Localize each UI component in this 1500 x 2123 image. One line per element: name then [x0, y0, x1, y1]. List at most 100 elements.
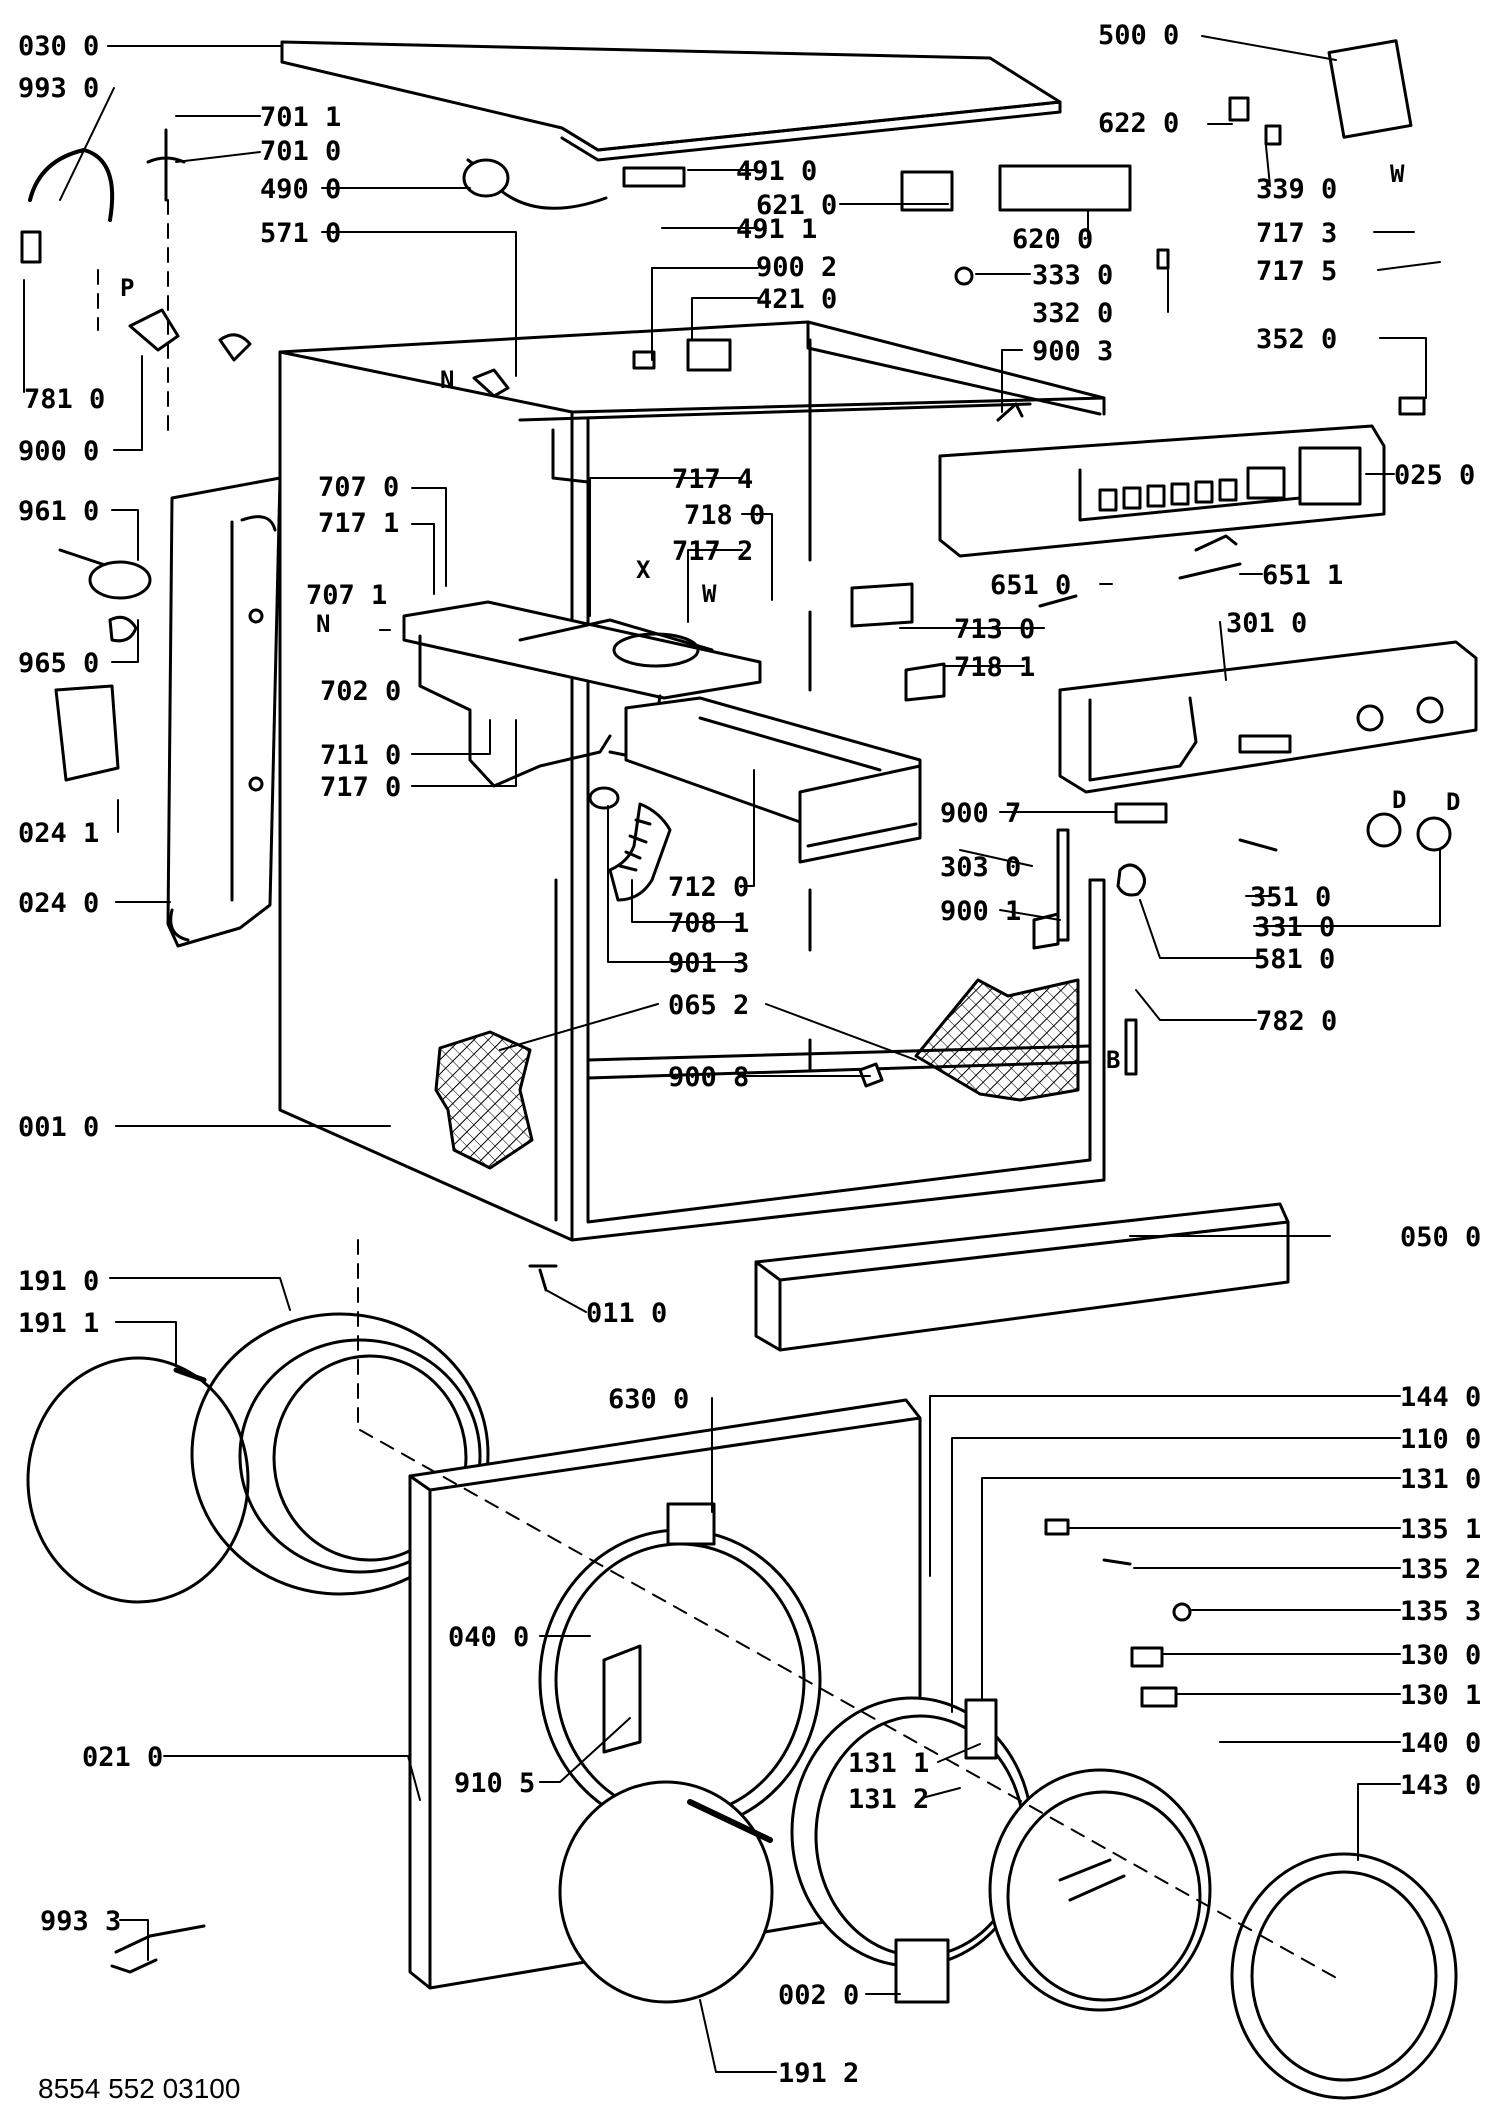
part-label-717-1: 717 1 — [318, 508, 399, 539]
part-label-191-1: 191 1 — [18, 1308, 99, 1339]
part-label-135-1: 135 1 — [1400, 1514, 1481, 1545]
part-label-024-0: 024 0 — [18, 888, 99, 919]
part-label-651-1: 651 1 — [1262, 560, 1343, 591]
part-label-571-0: 571 0 — [260, 218, 341, 249]
part-label-901-3: 901 3 — [668, 948, 749, 979]
centre-lines — [97, 199, 1341, 1981]
control-board-drawing — [938, 424, 1386, 558]
part-label-900-3: 900 3 — [1032, 336, 1113, 367]
part-label-620-0: 620 0 — [1012, 224, 1093, 255]
part-label-900-2: 900 2 — [756, 252, 837, 283]
part-label-717-4: 717 4 — [672, 464, 753, 495]
part-label-131-1: 131 1 — [848, 1748, 929, 1779]
part-label-491-0: 491 0 — [736, 156, 817, 187]
part-label-130-0: 130 0 — [1400, 1640, 1481, 1671]
marker-p: P — [120, 274, 134, 302]
part-label-717-5: 717 5 — [1256, 256, 1337, 287]
part-label-651-0: 651 0 — [990, 570, 1071, 601]
part-label-900-7: 900 7 — [940, 798, 1021, 829]
part-label-707-1: 707 1 — [306, 580, 387, 611]
marker-x: X — [636, 556, 651, 584]
cabinet-drawing — [278, 320, 1106, 1242]
part-label-993-0: 993 0 — [18, 73, 99, 104]
part-label-191-0: 191 0 — [18, 1266, 99, 1297]
marker-n-top: N — [440, 366, 454, 394]
part-label-135-2: 135 2 — [1400, 1554, 1481, 1585]
part-label-130-1: 130 1 — [1400, 1680, 1481, 1711]
part-label-050-0: 050 0 — [1400, 1222, 1481, 1253]
part-label-011-0: 011 0 — [586, 1298, 667, 1329]
part-label-717-3: 717 3 — [1256, 218, 1337, 249]
part-label-712-0: 712 0 — [668, 872, 749, 903]
part-label-351-0: 351 0 — [1250, 882, 1331, 913]
dispenser-hose-drawing — [588, 786, 672, 902]
part-label-301-0: 301 0 — [1226, 608, 1307, 639]
part-label-961-0: 961 0 — [18, 496, 99, 527]
door-bellows-drawing — [26, 1312, 490, 1604]
part-label-001-0: 001 0 — [18, 1112, 99, 1143]
marker-w-mid: W — [702, 580, 717, 608]
part-label-965-0: 965 0 — [18, 648, 99, 679]
part-label-110-0: 110 0 — [1400, 1424, 1481, 1455]
part-label-491-1: 491 1 — [736, 214, 817, 245]
part-label-131-0: 131 0 — [1400, 1464, 1481, 1495]
part-label-065-2: 065 2 — [668, 990, 749, 1021]
insulation-pad-right — [914, 978, 1080, 1102]
part-label-621-0: 621 0 — [756, 190, 837, 221]
part-label-993-3: 993 3 — [40, 1906, 121, 1937]
part-label-711-0: 711 0 — [320, 740, 401, 771]
top-cover-drawing — [280, 40, 1062, 162]
part-label-352-0: 352 0 — [1256, 324, 1337, 355]
marker-b: B — [1106, 1046, 1120, 1074]
leader-lines — [23, 35, 1441, 2073]
part-label-040-0: 040 0 — [448, 1622, 529, 1653]
part-label-131-2: 131 2 — [848, 1784, 929, 1815]
marker-n-left: N — [316, 610, 330, 638]
part-label-718-1: 718 1 — [954, 652, 1035, 683]
part-label-490-0: 490 0 — [260, 174, 341, 205]
marker-d1: D — [1392, 786, 1406, 814]
dispenser-housing-drawing — [402, 600, 762, 788]
small-parts-drawing — [20, 39, 1452, 2004]
part-label-143-0: 143 0 — [1400, 1770, 1481, 1801]
part-label-025-0: 025 0 — [1394, 460, 1475, 491]
part-label-002-0: 002 0 — [778, 1980, 859, 2011]
marker-d2: D — [1446, 788, 1460, 816]
part-label-701-1: 701 1 — [260, 102, 341, 133]
part-label-707-0: 707 0 — [318, 472, 399, 503]
part-label-140-0: 140 0 — [1400, 1728, 1481, 1759]
part-label-717-0: 717 0 — [320, 772, 401, 803]
side-panel-drawing — [166, 476, 282, 948]
part-label-900-0: 900 0 — [18, 436, 99, 467]
glass-spring-drawing — [687, 1799, 773, 1843]
plinth-drawing — [754, 1202, 1290, 1352]
document-number: 8554 552 03100 — [38, 2073, 240, 2104]
part-label-333-0: 333 0 — [1032, 260, 1113, 291]
part-label-708-1: 708 1 — [668, 908, 749, 939]
part-label-191-2: 191 2 — [778, 2058, 859, 2089]
part-label-339-0: 339 0 — [1256, 174, 1337, 205]
part-label-900-8: 900 8 — [668, 1062, 749, 1093]
part-label-717-2: 717 2 — [672, 536, 753, 567]
insulation-pad-left — [434, 1030, 534, 1170]
part-label-701-0: 701 0 — [260, 136, 341, 167]
part-label-900-1: 900 1 — [940, 896, 1021, 927]
part-label-713-0: 713 0 — [954, 614, 1035, 645]
part-label-144-0: 144 0 — [1400, 1382, 1481, 1413]
part-label-781-0: 781 0 — [24, 384, 105, 415]
part-label-718-0: 718 0 — [684, 500, 765, 531]
part-label-782-0: 782 0 — [1256, 1006, 1337, 1037]
part-label-331-0: 331 0 — [1254, 912, 1335, 943]
part-label-135-3: 135 3 — [1400, 1596, 1481, 1627]
part-label-702-0: 702 0 — [320, 676, 401, 707]
part-label-303-0: 303 0 — [940, 852, 1021, 883]
part-label-332-0: 332 0 — [1032, 298, 1113, 329]
part-label-030-0: 030 0 — [18, 31, 99, 62]
part-label-581-0: 581 0 — [1254, 944, 1335, 975]
part-label-910-5: 910 5 — [454, 1768, 535, 1799]
marker-w-right: W — [1390, 160, 1405, 188]
part-label-024-1: 024 1 — [18, 818, 99, 849]
part-label-421-0: 421 0 — [756, 284, 837, 315]
